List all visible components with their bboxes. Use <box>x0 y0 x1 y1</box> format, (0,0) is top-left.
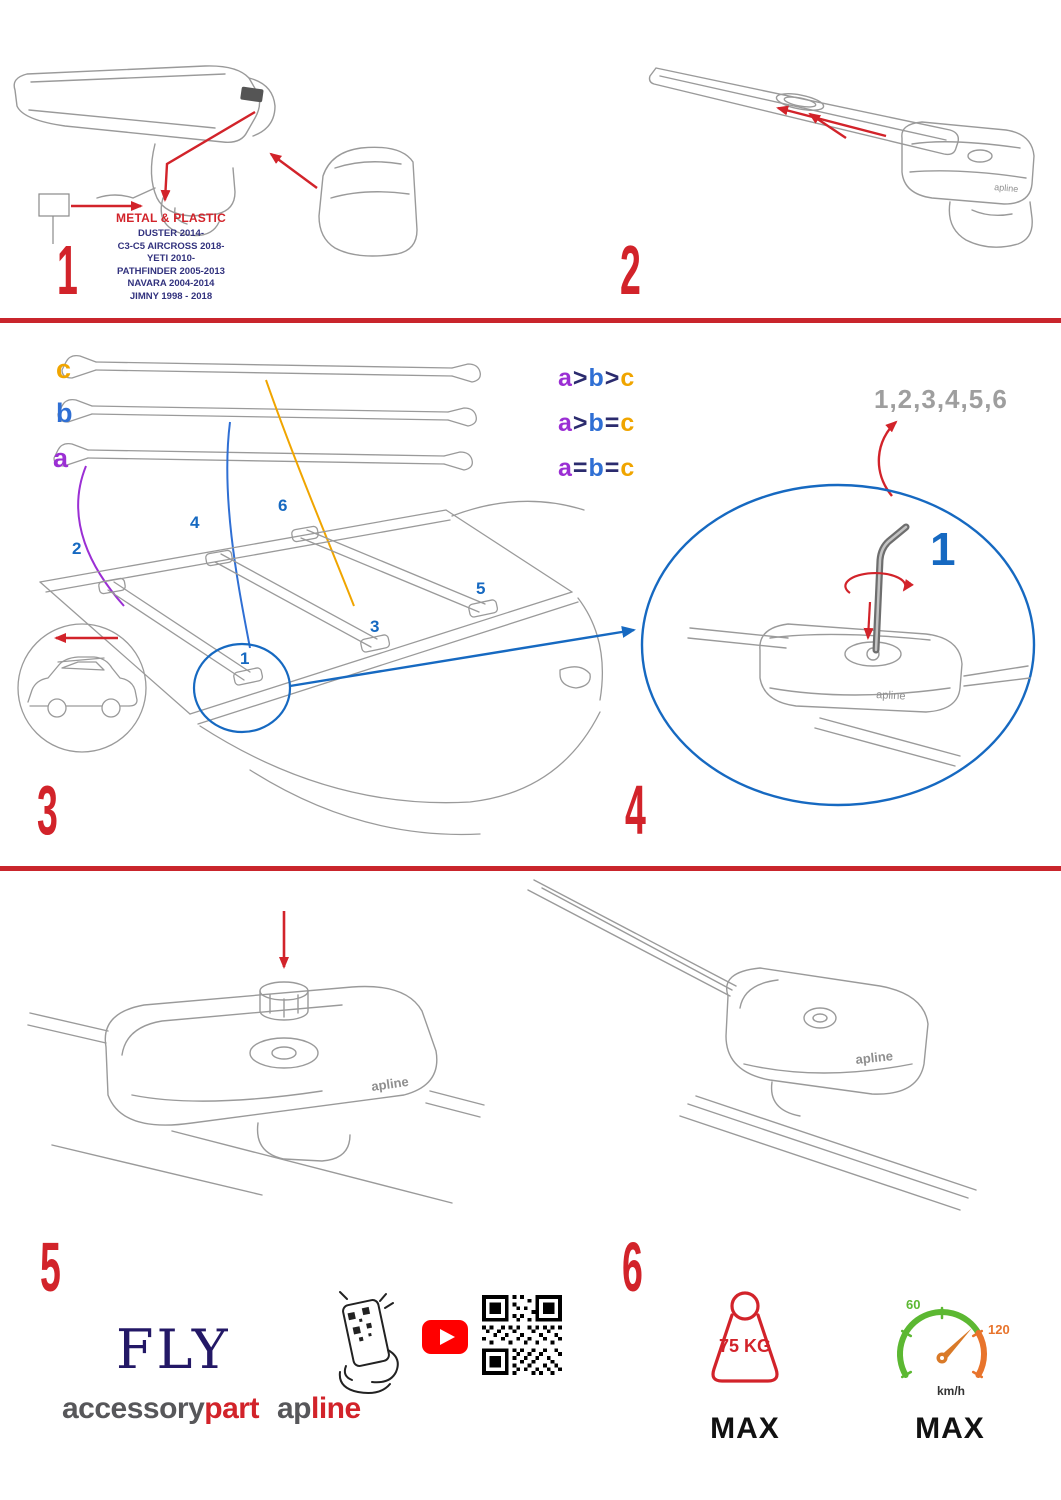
step-5-number: 5 <box>40 1227 61 1307</box>
foot-with-key-lineart: apline <box>687 623 1031 767</box>
model-line: C3-C5 AIRCROSS 2018- <box>117 240 225 252</box>
legend-a: a <box>558 364 573 392</box>
step4-red-arrows <box>844 571 914 640</box>
phone-scan-icon <box>338 1291 399 1394</box>
legend-op: = <box>572 454 589 482</box>
brand-line: line <box>311 1392 361 1425</box>
step-1-number: 1 <box>57 230 78 310</box>
legend-row: a=b=c <box>558 454 635 499</box>
accessorypart-logo: accessorypart <box>62 1392 259 1426</box>
clamp-lineart <box>13 65 418 257</box>
youtube-icon <box>422 1320 468 1354</box>
position-number-4: 4 <box>190 513 200 532</box>
roof-overview-drawing <box>17 354 636 836</box>
model-line: PATHFINDER 2005-2013 <box>117 265 225 277</box>
material-label: METAL & PLASTIC <box>116 211 226 225</box>
brand-ap: ap <box>276 1392 312 1425</box>
apline-mark: apline <box>855 1048 894 1067</box>
product-name: FLY <box>116 1318 231 1381</box>
model-line: JIMNY 1998 - 2018 <box>129 290 213 302</box>
detail-circle <box>640 483 1036 807</box>
model-line: NAVARA 2004-2014 <box>127 278 215 290</box>
end-clamp-exploded-drawing <box>13 65 418 257</box>
section-divider-bottom <box>0 866 1061 871</box>
gauge-needle <box>938 1328 972 1362</box>
step-3-number: 3 <box>37 770 58 850</box>
play-icon <box>440 1329 455 1345</box>
weight-limit-icon <box>711 1291 779 1383</box>
step-6-number: 6 <box>622 1227 643 1307</box>
weight-limit-value: 75 KG <box>718 1336 772 1356</box>
tightening-sequence: 1,2,3,4,5,6 <box>874 384 1008 414</box>
brand-accessory: accessory <box>62 1392 205 1425</box>
foot-mounted-drawing: apline <box>527 879 977 1211</box>
legend-b: b <box>588 364 605 392</box>
brand-logos: accessorypart apline <box>62 1392 361 1426</box>
step1-red-arrows <box>71 110 318 211</box>
legend-op: > <box>572 364 589 392</box>
car-roof-lineart <box>39 500 603 836</box>
crossbar-end-drawing: apline <box>648 67 1035 248</box>
legend-row: a>b=c <box>558 409 635 454</box>
legend-c: c <box>620 364 636 392</box>
legend-b: b <box>588 454 605 482</box>
car-direction-inset <box>17 623 147 753</box>
qr-code <box>482 1295 562 1375</box>
position-number-6: 6 <box>278 496 288 515</box>
detail-callout-number: 1 <box>930 523 956 575</box>
step-2-number: 2 <box>620 230 641 310</box>
foot-knob-lineart: apline <box>27 981 485 1204</box>
length-legend: a>b>c a>b=c a=b=c <box>558 364 635 499</box>
detail-pointer-arrow <box>289 626 636 688</box>
legend-c: c <box>620 454 636 482</box>
leader-b <box>226 421 251 649</box>
bar-label-c: c <box>56 354 72 384</box>
step1-callout-box <box>38 193 70 244</box>
speed-low-label: 60 <box>906 1297 921 1312</box>
gauge-green-arc <box>896 1309 982 1378</box>
position-number-1: 1 <box>240 649 250 668</box>
legend-a: a <box>558 409 573 437</box>
bar-label-b: b <box>56 398 73 428</box>
legend-op: = <box>604 409 621 437</box>
legend-c: c <box>620 409 636 437</box>
legend-op: > <box>572 409 589 437</box>
position-number-5: 5 <box>476 579 486 598</box>
position-number-2: 2 <box>72 539 82 558</box>
legend-row: a>b>c <box>558 364 635 409</box>
apline-mark: apline <box>370 1074 409 1094</box>
legend-op: > <box>604 364 621 392</box>
position-number-3: 3 <box>370 617 380 636</box>
brand-part: part <box>204 1392 259 1425</box>
legend-op: = <box>604 454 621 482</box>
apline-mark: apline <box>876 689 906 703</box>
speed-unit-label: km/h <box>936 1384 965 1398</box>
position-1-highlight-circle <box>192 642 292 734</box>
gauge-orange-arc <box>975 1330 987 1378</box>
step2-red-arrows <box>776 105 887 139</box>
weight-max-label: MAX <box>710 1412 780 1445</box>
crossbar-set <box>53 354 481 471</box>
foot-knob-drawing: apline <box>27 911 485 1204</box>
model-line: YETI 2010- <box>146 253 196 265</box>
legend-b: b <box>588 409 605 437</box>
model-line: DUSTER 2014- <box>138 228 204 239</box>
foot-mounted-lineart: apline <box>527 879 977 1211</box>
sequence-pointer-arrow <box>877 420 898 497</box>
leader-c <box>265 379 355 607</box>
speed-limit-gauge <box>896 1306 987 1379</box>
legend-a: a <box>558 454 573 482</box>
speed-max-label: MAX <box>915 1412 985 1445</box>
clamp-detail-drawing: apline <box>640 420 1036 807</box>
speed-high-label: 120 <box>988 1322 1010 1337</box>
bar-end-lineart: apline <box>648 67 1035 248</box>
section-divider-top <box>0 318 1061 323</box>
apline-logo: apline <box>277 1392 361 1426</box>
allen-key <box>872 523 910 654</box>
bar-label-a: a <box>53 443 69 473</box>
step-4-number: 4 <box>625 770 646 850</box>
apline-mark: apline <box>994 182 1019 194</box>
material-note: METAL & PLASTIC DUSTER 2014- C3-C5 AIRCR… <box>95 211 247 303</box>
